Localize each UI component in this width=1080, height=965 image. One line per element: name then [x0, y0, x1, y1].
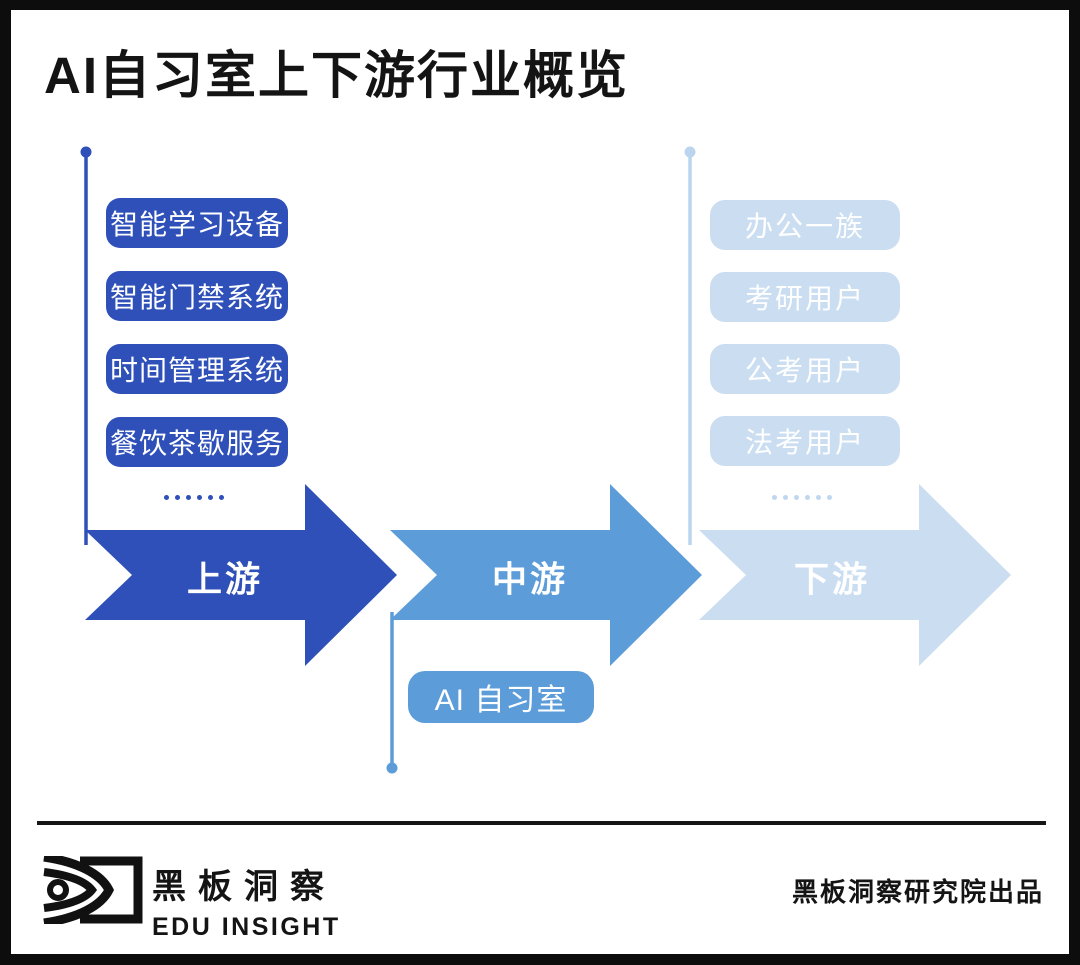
ellipsis-dot	[827, 495, 832, 500]
ellipsis-dot	[219, 495, 224, 500]
downstream-pill: 考研用户	[710, 272, 900, 322]
downstream-arrow	[699, 484, 1011, 666]
downstream-connector-line	[684, 146, 696, 545]
stage-label-upstream: 上游	[186, 560, 264, 600]
ellipsis-dot	[816, 495, 821, 500]
upstream-pill: 智能门禁系统	[106, 271, 288, 321]
ellipsis-dot	[197, 495, 202, 500]
upstream-connector-line	[80, 146, 92, 545]
upstream-pill: 智能学习设备	[106, 198, 288, 248]
ellipsis-dot	[805, 495, 810, 500]
downstream-pill: 法考用户	[710, 416, 900, 466]
ellipsis-dot	[772, 495, 777, 500]
upstream-pill: 时间管理系统	[106, 344, 288, 394]
brand-name-en: EDU INSIGHT	[152, 913, 341, 941]
upstream-pill: 餐饮茶歇服务	[106, 417, 288, 467]
stage-label-downstream: 下游	[793, 560, 871, 600]
downstream-ellipsis	[772, 495, 832, 500]
upstream-connector-dot	[80, 146, 92, 158]
eye-logo-icon	[43, 856, 143, 924]
ellipsis-dot	[208, 495, 213, 500]
midstream-connector-line	[386, 612, 398, 774]
brand-name-cn: 黑板洞察	[152, 868, 336, 906]
brand-text-block: 黑板洞察 EDU INSIGHT	[152, 859, 341, 942]
ellipsis-dot	[794, 495, 799, 500]
upstream-ellipsis	[164, 495, 224, 500]
stage-label-midstream: 中游	[491, 560, 569, 600]
ellipsis-dot	[783, 495, 788, 500]
footer-credit: 黑板洞察研究院出品	[791, 877, 1044, 907]
ellipsis-dot	[175, 495, 180, 500]
downstream-pill-list: 办公一族 考研用户 公考用户 法考用户	[710, 200, 900, 488]
upstream-arrow	[85, 484, 397, 666]
downstream-pill: 办公一族	[710, 200, 900, 250]
upstream-pill-list: 智能学习设备 智能门禁系统 时间管理系统 餐饮茶歇服务	[106, 198, 288, 490]
ellipsis-dot	[164, 495, 169, 500]
downstream-pill: 公考用户	[710, 344, 900, 394]
downstream-connector-dot	[684, 146, 696, 158]
midstream-connector-dot	[386, 762, 398, 774]
midstream-pill: AI 自习室	[408, 671, 594, 723]
ellipsis-dot	[186, 495, 191, 500]
footer-divider	[37, 821, 1046, 825]
page-title: AI自习室上下游行业概览	[44, 47, 630, 104]
midstream-arrow	[390, 484, 702, 666]
